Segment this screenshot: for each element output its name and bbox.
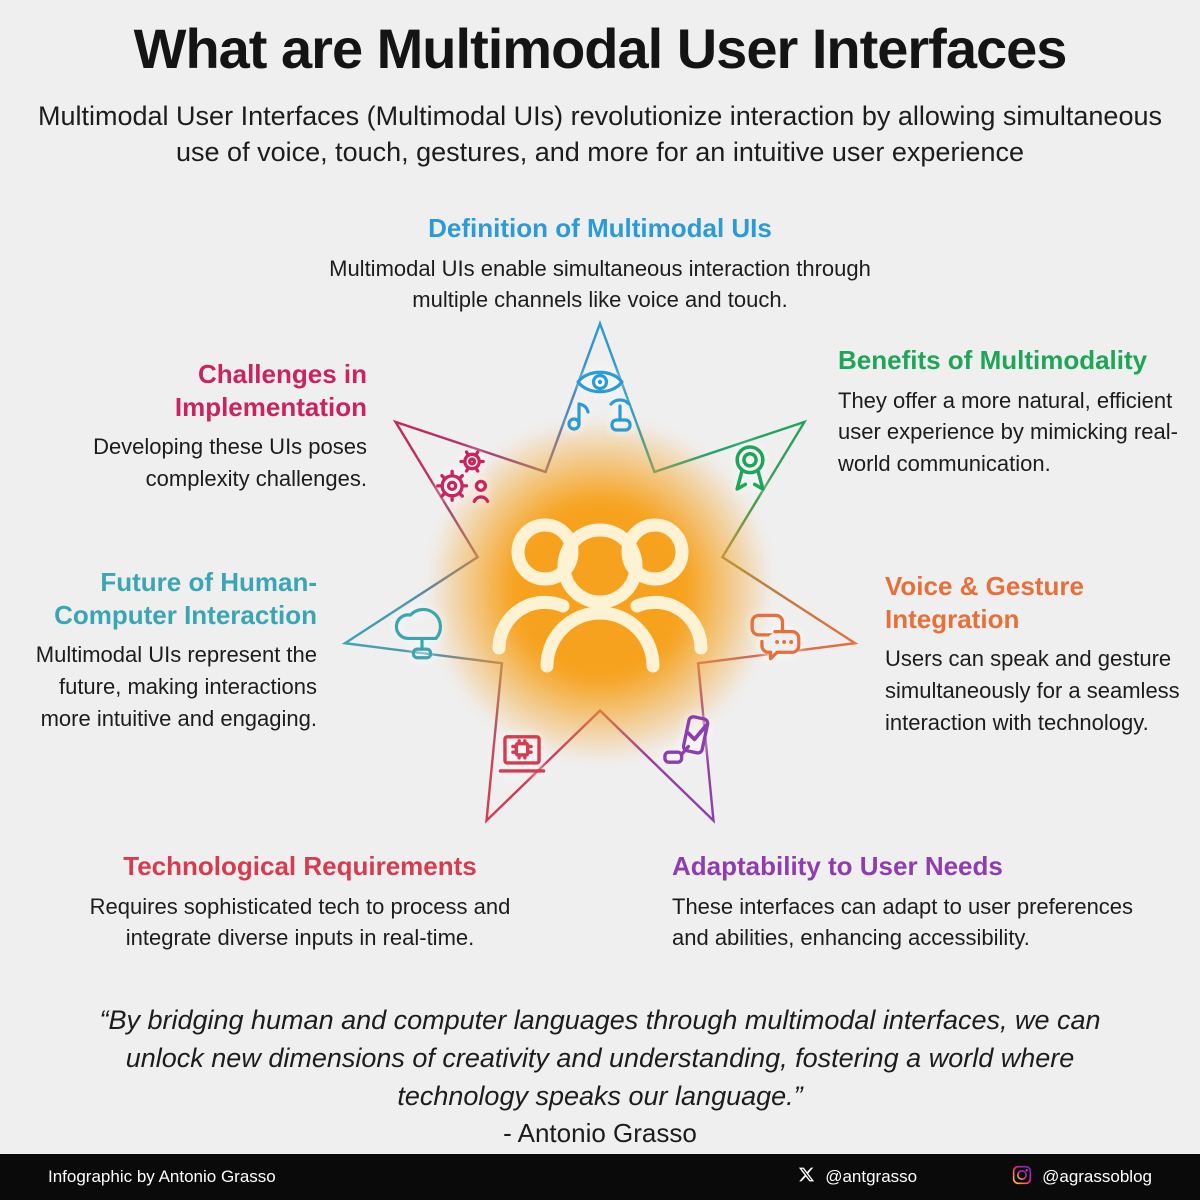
- instagram-handle-text: @agrassoblog: [1042, 1167, 1152, 1186]
- speech-bubbles-icon: [746, 610, 806, 662]
- section-adaptability-title: Adaptability to User Needs: [672, 851, 1003, 881]
- section-voice-body: Users can speak and gesture simultaneous…: [885, 646, 1180, 735]
- section-definition: Definition of Multimodal UIs Multimodal …: [300, 212, 900, 316]
- instagram-logo-icon: [1012, 1165, 1032, 1190]
- hand-cloud-icon: [390, 602, 454, 662]
- page-title: What are Multimodal User Interfaces: [133, 17, 1068, 80]
- section-challenges-body: Developing these UIs poses complexity ch…: [93, 434, 367, 491]
- section-future-title: Future of Human-Computer Interaction: [54, 567, 317, 630]
- section-tech: Technological Requirements Requires soph…: [55, 850, 545, 954]
- eye-music-touch-icon: [558, 362, 642, 438]
- quote-attribution: - Antonio Grasso: [503, 1118, 697, 1148]
- hand-phone-check-icon: [656, 712, 714, 770]
- x-logo-icon: [798, 1166, 815, 1188]
- section-adaptability-body: These interfaces can adapt to user prefe…: [672, 893, 1134, 951]
- page-subtitle: Multimodal User Interfaces (Multimodal U…: [38, 101, 1162, 168]
- section-tech-title: Technological Requirements: [123, 851, 477, 881]
- section-future: Future of Human-Computer Interaction Mul…: [25, 566, 317, 735]
- section-tech-body: Requires sophisticated tech to process a…: [89, 893, 511, 951]
- quote-text: “By bridging human and computer language…: [99, 1005, 1101, 1111]
- section-challenges: Challenges in Implementation Developing …: [55, 358, 367, 495]
- section-definition-body: Multimodal UIs enable simultaneous inter…: [329, 255, 871, 313]
- x-handle-link[interactable]: @antgrasso: [798, 1166, 917, 1188]
- star-glow: [430, 420, 770, 760]
- footer-credit: Infographic by Antonio Grasso: [48, 1167, 276, 1186]
- section-benefits: Benefits of Multimodality They offer a m…: [838, 344, 1183, 480]
- instagram-handle-link[interactable]: @agrassoblog: [1012, 1165, 1152, 1190]
- section-voice-title: Voice & Gesture Integration: [885, 571, 1084, 634]
- people-group-icon: [485, 488, 715, 688]
- section-adaptability: Adaptability to User Needs These interfa…: [672, 850, 1172, 954]
- section-challenges-title: Challenges in Implementation: [174, 359, 367, 422]
- award-ribbon-icon: [722, 440, 778, 496]
- section-definition-title: Definition of Multimodal UIs: [428, 213, 772, 243]
- gears-process-icon: [430, 446, 492, 508]
- star-diagram: [335, 320, 865, 850]
- footer-bar: Infographic by Antonio Grasso @antgrasso: [0, 1154, 1200, 1200]
- footer-social: @antgrasso: [798, 1165, 1152, 1190]
- laptop-chip-icon: [492, 730, 552, 780]
- section-benefits-title: Benefits of Multimodality: [838, 345, 1148, 375]
- section-voice: Voice & Gesture Integration Users can sp…: [885, 570, 1185, 739]
- section-future-body: Multimodal UIs represent the future, mak…: [35, 642, 317, 731]
- section-benefits-body: They offer a more natural, efficient use…: [838, 387, 1178, 477]
- x-handle-text: @antgrasso: [825, 1167, 918, 1186]
